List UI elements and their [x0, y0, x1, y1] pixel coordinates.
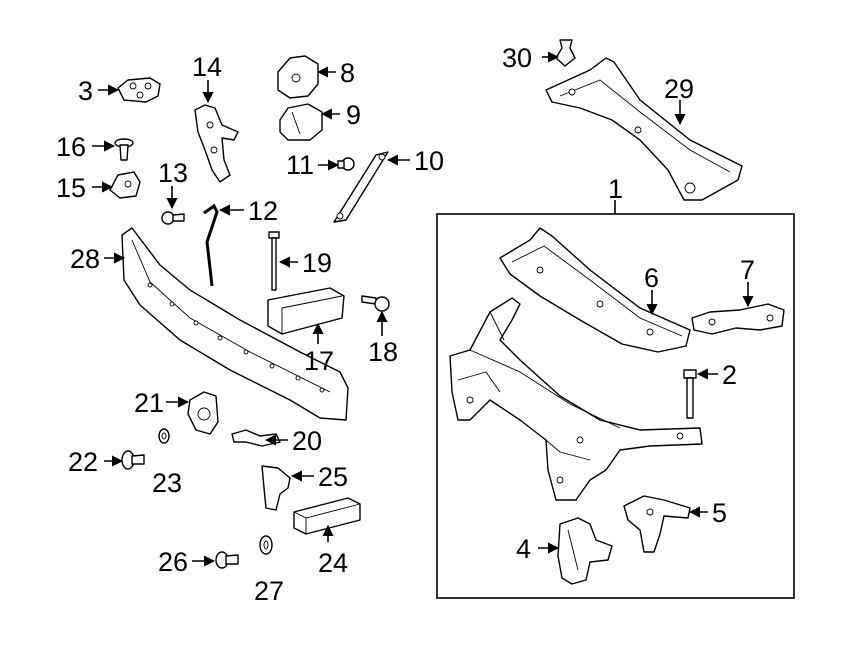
part-23-washer — [158, 428, 170, 444]
callout-12: 12 — [248, 196, 278, 226]
callout-13: 13 — [158, 158, 188, 188]
callout-2: 2 — [722, 360, 737, 390]
part-16-bolt — [114, 138, 134, 161]
callout-5: 5 — [712, 498, 727, 528]
callout-10: 10 — [414, 146, 444, 176]
callout-26: 26 — [158, 547, 188, 577]
part-2-bolt — [683, 369, 697, 419]
part-30-clip — [555, 39, 576, 67]
part-15-bracket — [109, 171, 141, 199]
callout-8: 8 — [340, 58, 355, 88]
part-13-bolt — [161, 211, 185, 225]
callout-7: 7 — [740, 255, 755, 285]
part-22-bolt — [121, 450, 145, 470]
part-5-bracket — [623, 495, 691, 553]
part-14-bracket — [194, 104, 239, 183]
callout-4: 4 — [516, 534, 531, 564]
part-1-carrier — [449, 297, 703, 501]
part-7-member — [691, 303, 785, 335]
part-21-plate — [187, 391, 219, 435]
callout-6: 6 — [644, 263, 659, 293]
callout-15: 15 — [56, 173, 86, 203]
callout-19: 19 — [302, 248, 332, 278]
part-3-clip — [117, 77, 161, 103]
callout-11: 11 — [286, 150, 314, 180]
part-8-block — [277, 55, 319, 99]
callout-22: 22 — [68, 447, 98, 477]
callout-16: 16 — [56, 132, 86, 162]
part-10-strut — [333, 151, 389, 223]
callout-27: 27 — [254, 576, 284, 606]
part-24-block — [293, 497, 361, 535]
callout-20: 20 — [292, 426, 322, 456]
callout-18: 18 — [368, 337, 398, 367]
callout-14: 14 — [192, 52, 222, 82]
callout-30: 30 — [502, 43, 532, 73]
part-25-bracket — [261, 465, 291, 511]
part-19-bolt — [268, 231, 280, 291]
part-6-panel — [499, 227, 691, 353]
part-9-block — [279, 103, 323, 141]
callout-29: 29 — [664, 74, 694, 104]
callout-24: 24 — [318, 548, 348, 578]
part-17-box — [267, 287, 345, 335]
callout-17: 17 — [304, 346, 334, 376]
callout-1: 1 — [608, 174, 623, 204]
part-29-panel — [545, 57, 743, 201]
part-11-bolt — [337, 157, 355, 171]
part-4-bracket — [557, 517, 613, 585]
callout-9: 9 — [346, 100, 361, 130]
callout-21: 21 — [134, 388, 164, 418]
part-26-bolt — [215, 551, 239, 569]
part-20-bracket — [231, 429, 281, 447]
part-27-washer — [259, 535, 273, 555]
callout-23: 23 — [152, 468, 182, 498]
callout-3: 3 — [78, 76, 93, 106]
part-12-rod — [203, 203, 219, 287]
part-18-bolt — [361, 295, 390, 312]
callout-28: 28 — [70, 244, 100, 274]
callout-25: 25 — [318, 462, 348, 492]
part-28-beam — [121, 227, 349, 421]
